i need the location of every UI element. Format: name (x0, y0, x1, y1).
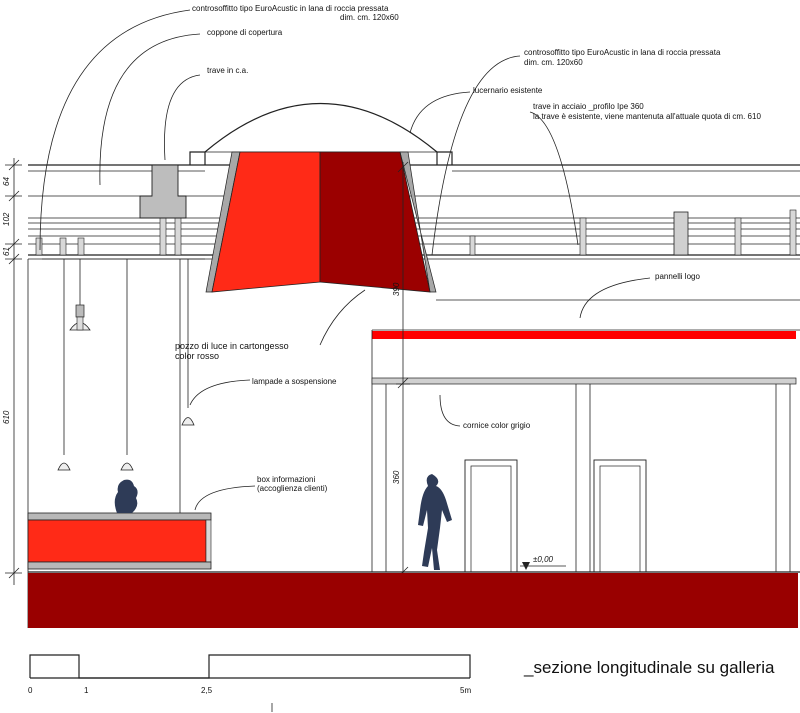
person-walking (418, 474, 452, 570)
gallery-interior: 360 390 ±0,00 (371, 161, 800, 580)
label-trave-acciaio: trave in acciaio _profilo Ipe 360 (533, 102, 644, 111)
info-desk (27, 479, 212, 570)
label-pozzo-colore: color rosso (175, 351, 219, 361)
dim-610: 610 (2, 410, 11, 424)
floor-slab (28, 573, 798, 628)
label-cornice: cornice color grigio (463, 421, 531, 430)
person-at-desk (114, 479, 138, 513)
scale-bar: 0 1 2,5 5m (28, 654, 471, 712)
leader-lines (39, 9, 651, 511)
left-dimension-chain: 64 102 61 610 (2, 158, 29, 628)
annotation-labels: controsoffitto tipo EuroAcustic in lana … (175, 4, 761, 493)
light-well-right-face (319, 151, 431, 293)
door-1 (464, 459, 518, 573)
scale-label-0: 0 (28, 686, 33, 695)
label-controsoffitto-2: controsoffitto tipo EuroAcustic in lana … (524, 48, 721, 57)
scale-label-2-5: 2,5 (201, 686, 213, 695)
dim-360: 360 (392, 470, 401, 484)
label-box-informazioni: box informazioni (257, 475, 315, 484)
dim-61: 61 (2, 247, 11, 256)
light-well (205, 151, 437, 293)
dim-64: 64 (2, 177, 11, 186)
pendant-lamps (57, 259, 195, 515)
label-coppone: coppone di copertura (207, 28, 283, 37)
label-lampade: lampade a sospensione (252, 377, 337, 386)
skylight-dome (204, 103, 438, 153)
label-controsoffitto-1-dim: dim. cm. 120x60 (340, 13, 399, 22)
concrete-beam (139, 164, 187, 219)
scale-label-1: 1 (84, 686, 89, 695)
lamp-small-2 (120, 462, 134, 471)
dim-102: 102 (2, 212, 11, 226)
logo-band (372, 331, 796, 339)
label-lucernario: lucernario esistente (473, 86, 543, 95)
label-trave-acciaio-note: la trave è esistente, viene mantenuta al… (533, 112, 761, 121)
level-mark: ±0,00 (533, 555, 554, 564)
floor (28, 571, 800, 628)
label-trave-ca: trave in c.a. (207, 66, 248, 75)
dim-390: 390 (392, 282, 401, 296)
info-desk-red-front (27, 519, 207, 563)
label-controsoffitto-1: controsoffitto tipo EuroAcustic in lana … (192, 4, 389, 13)
label-box-accoglienza: (accoglienza clienti) (257, 484, 328, 493)
drawing-title: _sezione longitudinale su galleria (523, 658, 775, 677)
door-2 (593, 459, 647, 573)
steel-beam-ipe (673, 211, 689, 256)
scale-label-5m: 5m (460, 686, 471, 695)
label-controsoffitto-2-dim: dim. cm. 120x60 (524, 58, 583, 67)
lamp-small-3 (181, 417, 195, 426)
grey-cornice (371, 377, 797, 385)
label-pozzo-di-luce: pozzo di luce in cartongesso (175, 341, 289, 351)
lamp-small-1 (57, 462, 71, 471)
label-pannelli-logo: pannelli logo (655, 272, 700, 281)
